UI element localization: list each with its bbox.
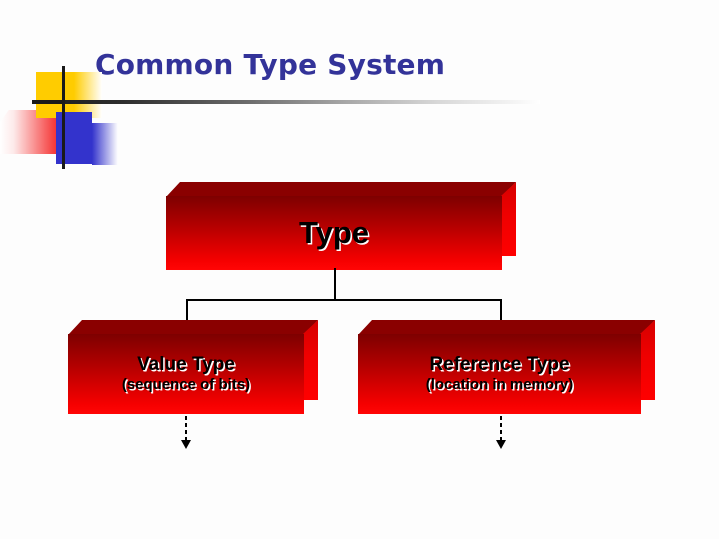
connector-right-drop — [500, 299, 502, 321]
decoration-yellow-square — [36, 72, 74, 118]
connector-horizontal — [186, 299, 502, 301]
diagram-node-type[interactable]: Type — [166, 182, 516, 270]
decoration-blue-gradient — [92, 123, 118, 165]
diagram-node-reference-type[interactable]: Reference Type (location in memory) — [358, 320, 655, 414]
node-side-bevel — [303, 320, 318, 400]
node-front-face — [166, 196, 502, 270]
node-side-bevel — [501, 182, 516, 256]
dashed-arrow-right-line — [500, 416, 502, 444]
decoration-rule-cap — [32, 100, 62, 104]
node-top-bevel — [166, 182, 516, 197]
connector-left-drop — [186, 299, 188, 321]
node-top-bevel — [358, 320, 655, 335]
dashed-arrow-left-head — [181, 440, 191, 449]
title-decoration — [0, 60, 540, 170]
node-side-bevel — [640, 320, 655, 400]
connector-stem — [334, 268, 336, 300]
decoration-vertical-rule — [62, 66, 65, 169]
node-top-bevel — [68, 320, 318, 335]
node-front-face — [68, 334, 304, 414]
page-title: Common Type System — [95, 48, 446, 81]
dashed-arrow-left-line — [185, 416, 187, 444]
decoration-yellow-gradient — [74, 72, 102, 118]
node-front-face — [358, 334, 641, 414]
diagram-node-value-type[interactable]: Value Type (sequence of bits) — [68, 320, 318, 414]
dashed-arrow-right-head — [496, 440, 506, 449]
decoration-horizontal-rule — [32, 100, 540, 104]
